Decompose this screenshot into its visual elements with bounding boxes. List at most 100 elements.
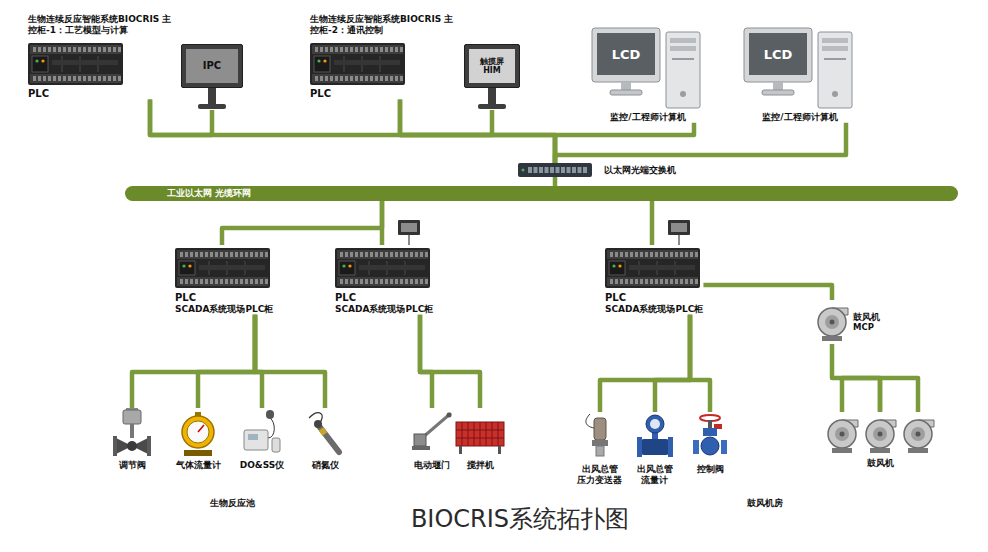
terminal	[395, 252, 398, 257]
switch-port	[550, 167, 554, 173]
terminal	[200, 252, 203, 257]
decorations	[398, 220, 918, 412]
terminal	[685, 252, 688, 257]
terminal	[675, 252, 678, 257]
drive-bay	[670, 46, 696, 51]
terminal	[375, 279, 378, 284]
terminal	[235, 279, 238, 284]
terminal	[48, 47, 51, 52]
plc-body	[605, 248, 700, 288]
terminal	[405, 252, 408, 257]
terminal	[73, 76, 76, 81]
workstation: LCD监控/工程师计算机	[592, 28, 704, 123]
probe-head	[314, 420, 322, 428]
terminal-strip	[177, 277, 268, 286]
terminal	[340, 76, 343, 81]
terminal	[400, 76, 403, 81]
terminal	[695, 279, 698, 284]
terminal	[665, 279, 668, 284]
cabinet-label: SCADA系统现场PLC柜	[335, 304, 433, 315]
terminal	[660, 252, 663, 257]
terminal	[335, 47, 338, 52]
blower-icon	[862, 412, 898, 456]
terminal	[83, 76, 86, 81]
connector	[555, 123, 846, 163]
meter-face	[187, 421, 209, 443]
field-device: 出风总管 压力变送器	[577, 412, 623, 486]
plc-icon	[310, 40, 405, 88]
hmi-cable	[408, 235, 410, 245]
gate-icon	[412, 408, 452, 458]
terminal	[180, 279, 183, 284]
field-device: 硝氮仪	[305, 408, 345, 471]
blower-icon	[900, 412, 936, 456]
connector	[150, 100, 555, 164]
terminal	[78, 47, 81, 52]
terminal	[630, 279, 633, 284]
terminal	[420, 279, 423, 284]
field-device: DO&SS仪	[240, 408, 285, 471]
terminal	[675, 279, 678, 284]
terminal	[190, 279, 193, 284]
terminal	[415, 279, 418, 284]
terminal	[220, 252, 223, 257]
mixer-grid	[486, 422, 487, 446]
switch-port	[528, 167, 532, 173]
pc-icon	[744, 28, 856, 110]
screen-area: LCD	[749, 33, 807, 75]
terminal	[230, 252, 233, 257]
monitor-stand	[488, 88, 496, 104]
terminal	[118, 76, 121, 81]
field-device: 气体流量计	[176, 408, 221, 471]
transmitter-head	[646, 415, 664, 433]
connector	[420, 315, 480, 408]
terminal	[73, 47, 76, 52]
terminal	[93, 47, 96, 52]
terminal	[63, 76, 66, 81]
terminal	[185, 252, 188, 257]
blower-base	[870, 448, 890, 453]
terminal	[340, 279, 343, 284]
terminal	[205, 279, 208, 284]
sensor-probe	[266, 410, 274, 419]
bonnet	[703, 428, 717, 436]
control-cabinet: 生物连续反应智能系统BIOCRIS 主控柜-1：工艺模型与计算PLC	[28, 14, 173, 100]
terminal	[390, 76, 393, 81]
terminal	[265, 252, 268, 257]
cabinet-label: SCADA系统现场PLC柜	[605, 304, 703, 315]
network-label: 工业以太网 光缆环网	[125, 186, 958, 201]
blower-group: 鼓风机	[824, 412, 936, 469]
hmi-cable	[678, 235, 680, 245]
meter-body	[182, 416, 214, 448]
drive-slot	[824, 58, 846, 60]
monitor-screen	[749, 33, 807, 75]
terminal	[185, 279, 188, 284]
blower-impeller	[825, 315, 839, 329]
gate-base	[412, 446, 430, 450]
device-tag: PLC	[605, 292, 626, 304]
status-led	[182, 264, 185, 267]
flange	[693, 440, 699, 454]
valve-body	[116, 438, 148, 454]
blower-hub	[840, 432, 845, 437]
terminal	[645, 279, 648, 284]
terminal	[380, 76, 383, 81]
drive-bay	[670, 38, 696, 43]
plc-body	[28, 43, 123, 85]
terminal	[375, 252, 378, 257]
terminal	[53, 76, 56, 81]
device-label: 出风总管 压力变送器	[577, 464, 623, 486]
hmi-screen	[671, 223, 687, 232]
status-led	[41, 59, 44, 62]
terminal	[355, 279, 358, 284]
switch-icon	[518, 163, 592, 177]
terminal-strip	[30, 74, 121, 83]
mcp-label: 鼓风机 MCP	[853, 312, 881, 332]
flange	[668, 437, 673, 457]
drive-bay	[822, 38, 848, 43]
terminal	[320, 76, 323, 81]
hex-nut	[592, 440, 608, 446]
network-switch: 以太网光端交换机	[518, 163, 676, 177]
terminal	[53, 47, 56, 52]
switch-port	[534, 167, 538, 173]
